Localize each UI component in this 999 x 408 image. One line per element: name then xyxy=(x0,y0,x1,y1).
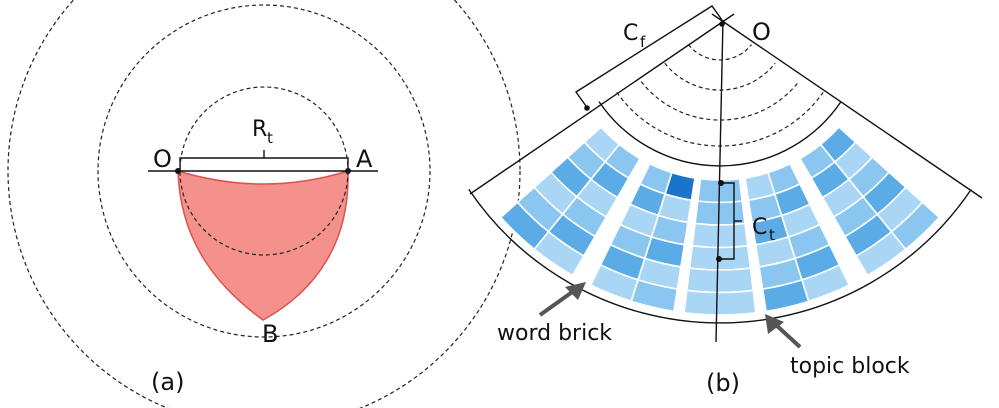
topic-block xyxy=(499,125,642,277)
word-brick-label: word brick xyxy=(497,321,612,346)
dashed-arc xyxy=(664,62,776,91)
topic-block xyxy=(744,162,851,313)
topic-block-arrow-head xyxy=(765,314,784,334)
dashed-circle xyxy=(179,86,349,256)
radius-bracket xyxy=(179,157,349,170)
label-r-subscript: t xyxy=(267,129,273,147)
topic-block-arrow-shaft xyxy=(773,322,802,349)
word-brick xyxy=(683,289,757,316)
ct-dot-top xyxy=(718,180,724,186)
cf-dot-top xyxy=(719,21,725,27)
panel-a: O A B R t (a) xyxy=(7,0,521,408)
dashed-circle xyxy=(97,4,431,338)
sector-fan xyxy=(177,169,349,321)
word-brick xyxy=(630,278,679,313)
dashed-circle xyxy=(7,0,521,408)
word-brick xyxy=(800,263,851,303)
label-cf: C xyxy=(623,21,638,46)
label-a: A xyxy=(356,145,373,173)
topic-block-label: topic block xyxy=(790,354,910,379)
label-o: O xyxy=(153,145,172,173)
dashed-arc xyxy=(640,81,800,121)
label-cf-subscript: f xyxy=(640,33,646,51)
word-brick xyxy=(890,201,941,251)
label-ct: C xyxy=(752,215,767,240)
label-b: B xyxy=(262,320,278,348)
word-brick xyxy=(533,230,585,277)
fan-right-edge xyxy=(711,13,983,199)
dashed-arc xyxy=(688,44,752,61)
outer-fan-arc xyxy=(468,189,972,324)
topic-block xyxy=(589,162,696,313)
caption-a: (a) xyxy=(151,368,184,396)
label-ct-subscript: t xyxy=(769,226,775,244)
dashed-circles xyxy=(7,0,521,408)
word-brick-arrow-head xyxy=(565,282,586,300)
caption-b: (b) xyxy=(706,369,740,397)
label-o-b: O xyxy=(752,18,771,46)
word-brick-arrow-shaft xyxy=(538,288,577,317)
fan-left-edge xyxy=(469,13,735,195)
word-brick xyxy=(691,222,749,249)
topic-block xyxy=(683,177,757,316)
topic-block xyxy=(798,125,941,277)
topic-blocks xyxy=(499,125,941,316)
cf-bracket xyxy=(574,5,723,107)
cf-dot-bottom xyxy=(584,105,590,111)
label-r: R xyxy=(252,117,267,142)
word-brick xyxy=(685,267,755,294)
panel-b: O C f C t word brick topic block (b) xyxy=(468,5,983,397)
ct-dot-bottom xyxy=(716,256,722,262)
